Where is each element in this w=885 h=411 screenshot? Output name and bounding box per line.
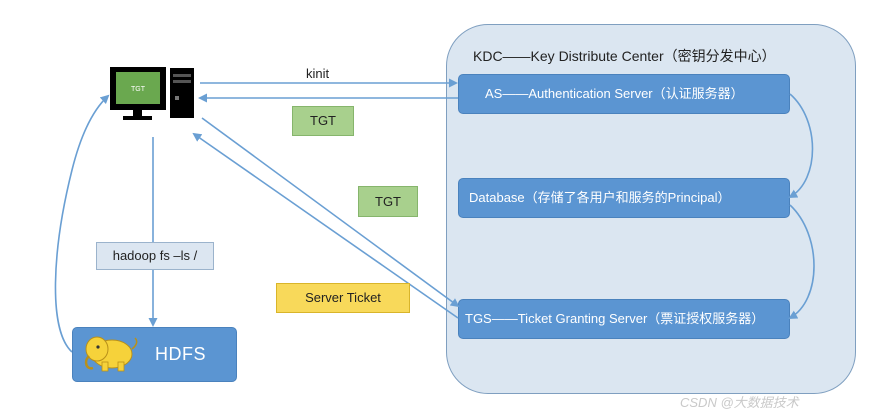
tgs-server-box: TGS——Ticket Granting Server（票证授权服务器） <box>458 299 790 339</box>
hdfs-label: HDFS <box>155 344 206 364</box>
hdfs-to-client-arrow <box>54 94 110 353</box>
server-ticket: Server Ticket <box>276 283 410 313</box>
tgt-ticket-2: TGT <box>358 186 418 217</box>
tgs-to-client-arrow <box>192 132 459 319</box>
as-server-box: AS——Authentication Server（认证服务器） <box>458 74 790 114</box>
tgt-ticket-1: TGT <box>292 106 354 136</box>
hadoop-command-box: hadoop fs –ls / <box>96 242 214 270</box>
kdc-title: KDC——Key Distribute Center（密钥分发中心） <box>473 48 776 64</box>
kinit-label: kinit <box>306 66 330 81</box>
watermark: CSDN @大数据技术 <box>680 395 799 410</box>
as-to-db-arrow <box>788 93 814 198</box>
computer-icon <box>110 67 194 120</box>
database-box: Database（存储了各用户和服务的Principal） <box>458 178 790 218</box>
client-to-tgs-arrow <box>201 117 460 308</box>
client-screen-label: TGT <box>131 86 146 93</box>
db-to-tgs-arrow <box>788 204 815 319</box>
